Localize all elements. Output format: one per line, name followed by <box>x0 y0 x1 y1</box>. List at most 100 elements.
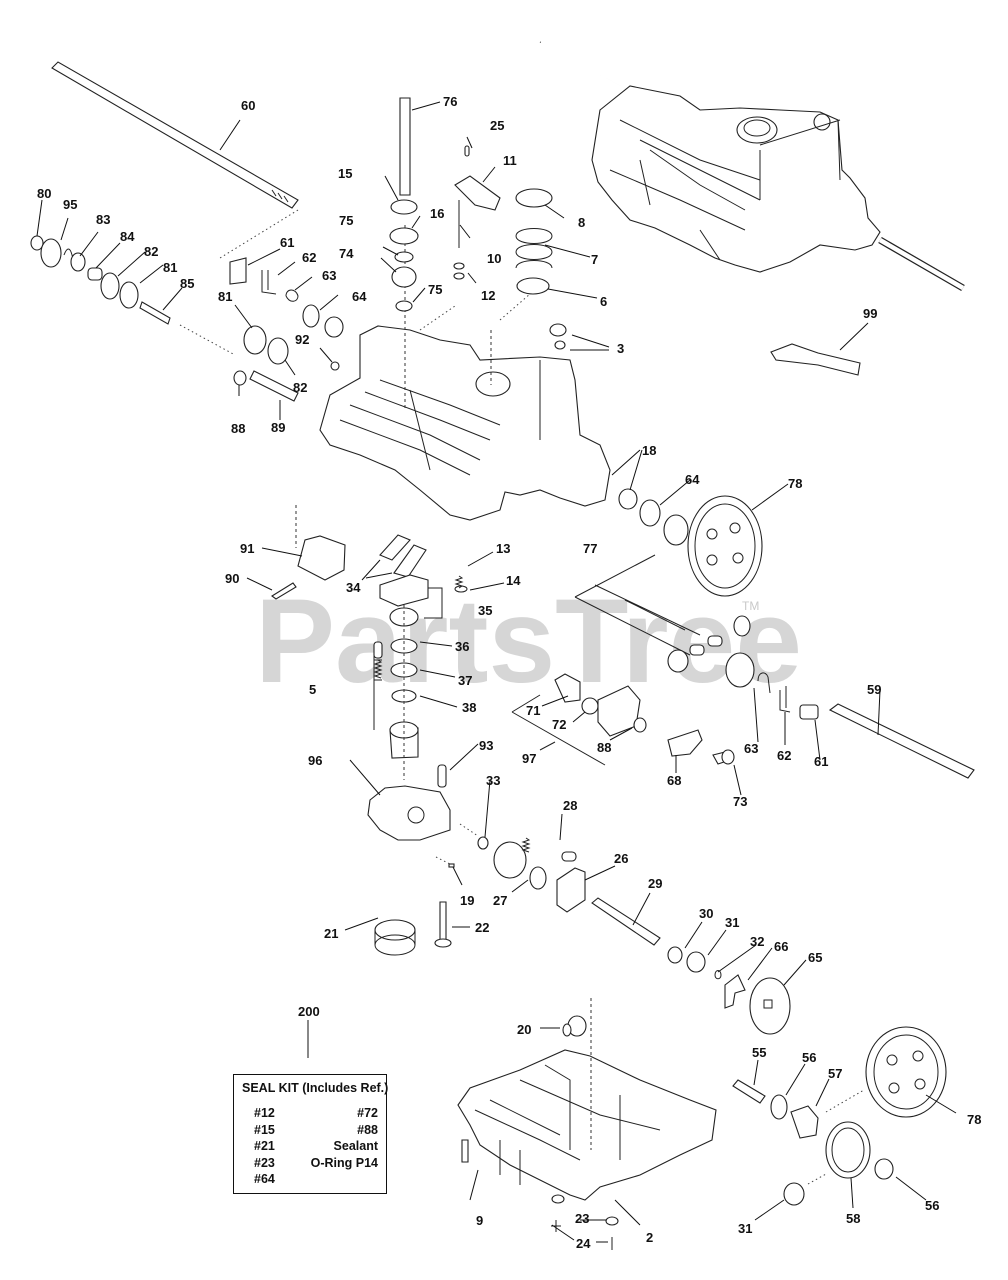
center-pump-stack <box>271 534 468 780</box>
seal-kit-item: Sealant <box>333 1139 378 1153</box>
callout-28: 28 <box>563 798 577 813</box>
left-side-parts <box>30 209 344 402</box>
callout-25: 25 <box>490 118 504 133</box>
callout-73: 73 <box>733 794 747 809</box>
callout-61-lower: 61 <box>814 754 828 769</box>
seal-kit-item: #21 <box>254 1139 275 1153</box>
callout-82-upper: 82 <box>144 244 158 259</box>
callout-19: 19 <box>460 893 474 908</box>
callout-96: 96 <box>308 753 322 768</box>
callout-88-lower: 88 <box>597 740 611 755</box>
callout-56-upper: 56 <box>802 1050 816 1065</box>
upper-housing <box>295 225 611 548</box>
callout-200: 200 <box>298 1004 320 1019</box>
callout-63-lower: 63 <box>744 741 758 756</box>
callout-63-upper: 63 <box>322 268 336 283</box>
callout-31-upper: 31 <box>725 915 739 930</box>
callout-62-lower: 62 <box>777 748 791 763</box>
callout-32: 32 <box>750 934 764 949</box>
callout-26: 26 <box>614 851 628 866</box>
seal-kit-box: SEAL KIT (Includes Ref.) #12 #15 #21 #23… <box>233 1074 389 1194</box>
callout-8: 8 <box>578 215 585 230</box>
bracket-assembly <box>511 673 735 766</box>
callout-38: 38 <box>462 700 476 715</box>
callout-35: 35 <box>478 603 492 618</box>
callout-5: 5 <box>309 682 316 697</box>
callout-93: 93 <box>479 738 493 753</box>
callout-84: 84 <box>120 229 135 244</box>
differential-gears-upper <box>574 488 975 779</box>
callout-20: 20 <box>517 1022 531 1037</box>
callout-36: 36 <box>455 639 469 654</box>
callout-10: 10 <box>487 251 501 266</box>
callout-2: 2 <box>646 1230 653 1245</box>
callout-3: 3 <box>617 341 624 356</box>
seal-kit-left-column: #12 #15 #21 #23 #64 <box>254 1105 275 1188</box>
seal-kit-item: #88 <box>357 1122 378 1137</box>
callout-68: 68 <box>667 773 681 788</box>
callout-21: 21 <box>324 926 338 941</box>
lower-housing <box>457 998 717 1250</box>
seal-kit-item: #23 <box>254 1155 275 1170</box>
callout-97: 97 <box>522 751 536 766</box>
callout-30: 30 <box>699 906 713 921</box>
callout-72: 72 <box>552 717 566 732</box>
seal-kit-title: SEAL KIT (Includes Ref.) <box>242 1081 389 1095</box>
callout-27: 27 <box>493 893 507 908</box>
callout-90: 90 <box>225 571 239 586</box>
assembled-transaxle-illustration <box>539 40 965 292</box>
callout-59: 59 <box>867 682 881 697</box>
callout-95: 95 <box>63 197 77 212</box>
callout-55: 55 <box>752 1045 766 1060</box>
callout-58: 58 <box>846 1211 860 1226</box>
callout-11: 11 <box>503 153 517 168</box>
callout-22: 22 <box>475 920 489 935</box>
callout-33: 33 <box>486 773 500 788</box>
callout-9: 9 <box>476 1213 483 1228</box>
seal-kit-item: #12 <box>254 1106 275 1120</box>
watermark-tm: TM <box>742 599 759 613</box>
callout-81-lower: 81 <box>218 289 232 304</box>
callout-labels: 60 76 25 11 15 16 8 7 10 75 74 75 12 6 3… <box>37 94 981 1251</box>
callout-60: 60 <box>241 98 255 113</box>
callout-64-lower: 64 <box>685 472 700 487</box>
callout-78-upper: 78 <box>788 476 802 491</box>
callout-31-lower: 31 <box>738 1221 752 1236</box>
callout-37: 37 <box>458 673 472 688</box>
callout-18: 18 <box>642 443 656 458</box>
lower-pump-parts <box>367 764 661 956</box>
seal-kit-right-column: #72 #88 Sealant O-Ring P14 <box>311 1105 378 1171</box>
callout-75-lower: 75 <box>428 282 442 297</box>
callout-14: 14 <box>506 573 521 588</box>
callout-78-lower: 78 <box>967 1112 981 1127</box>
seal-kit-item: #64 <box>254 1172 275 1186</box>
callout-12: 12 <box>481 288 495 303</box>
callout-7: 7 <box>591 252 598 267</box>
callout-91: 91 <box>240 541 254 556</box>
lower-gear-train <box>732 1026 947 1206</box>
callout-66: 66 <box>774 939 788 954</box>
callout-80: 80 <box>37 186 51 201</box>
callout-83: 83 <box>96 212 110 227</box>
callout-81-upper: 81 <box>163 260 177 275</box>
leader-lines <box>36 101 957 1243</box>
seal-kit-item: #72 <box>357 1106 378 1120</box>
callout-6: 6 <box>600 294 607 309</box>
callout-16: 16 <box>430 206 444 221</box>
callout-29: 29 <box>648 876 662 891</box>
callout-82-lower: 82 <box>293 380 307 395</box>
callout-57: 57 <box>828 1066 842 1081</box>
callout-92: 92 <box>295 332 309 347</box>
callout-85: 85 <box>180 276 194 291</box>
callout-23: 23 <box>575 1211 589 1226</box>
callout-74: 74 <box>339 246 354 261</box>
callout-13: 13 <box>496 541 510 556</box>
callout-88-upper: 88 <box>231 421 245 436</box>
callout-77: 77 <box>583 541 597 556</box>
callout-34: 34 <box>346 580 361 595</box>
brake-parts <box>667 946 791 1035</box>
callout-56-lower: 56 <box>925 1198 939 1213</box>
callout-64-upper: 64 <box>352 289 367 304</box>
seal-kit-item: #15 <box>254 1122 275 1137</box>
